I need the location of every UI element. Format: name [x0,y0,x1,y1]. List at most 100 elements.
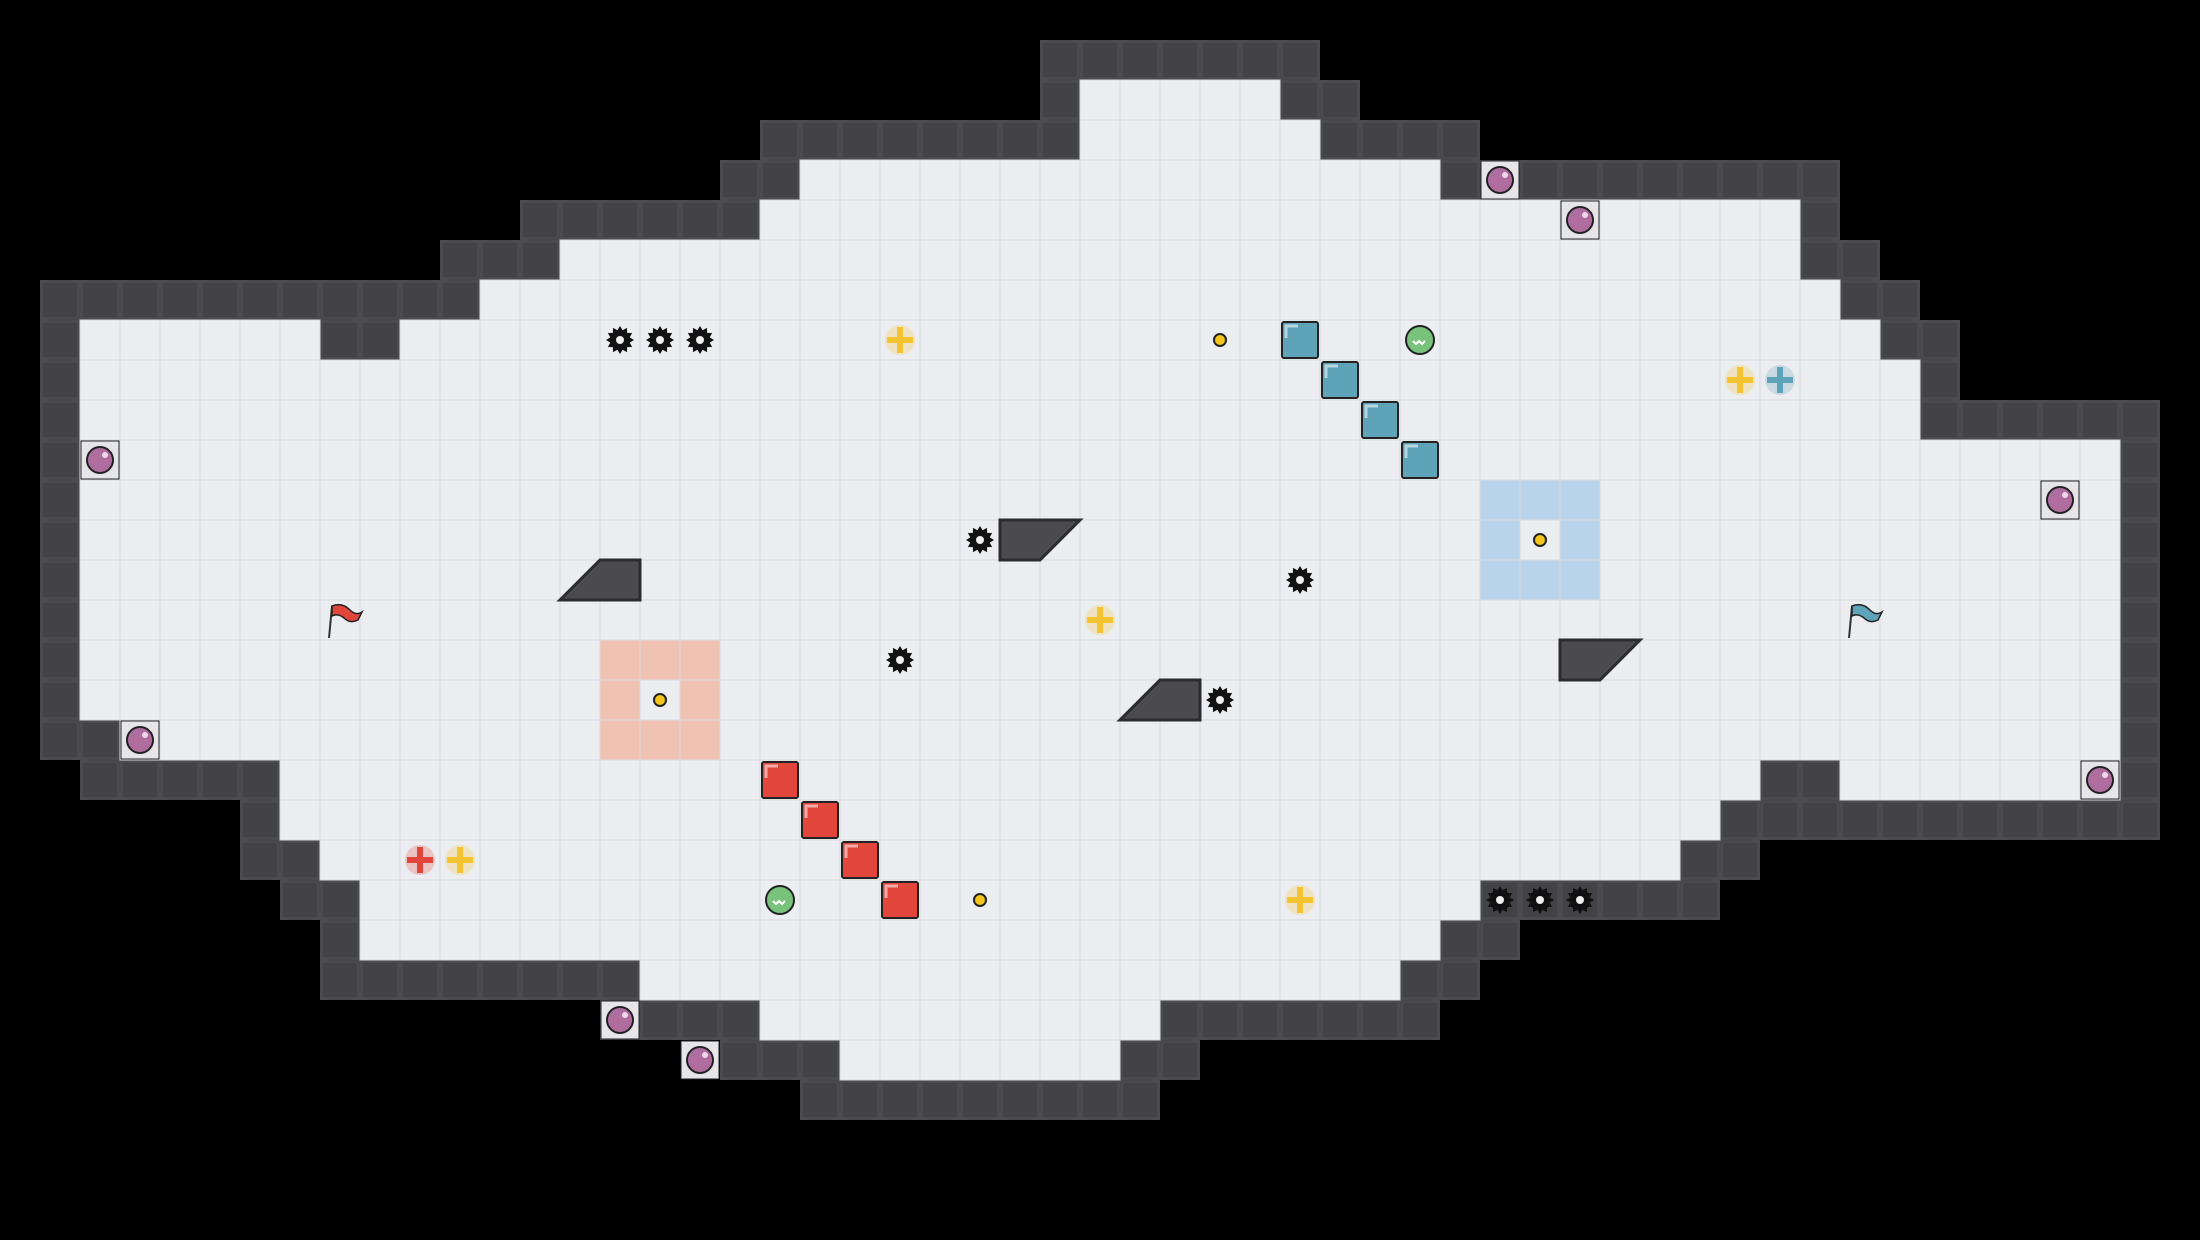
wall-shade [963,123,997,157]
floor-tile [1319,319,1361,361]
floor-tile [1119,359,1161,401]
floor-tile [1239,719,1281,761]
floor-tile [719,679,761,721]
portal-orb [126,726,154,754]
floor-tile [479,719,521,761]
floor-tile [1319,919,1361,961]
floor-tile [599,359,641,401]
powerup-mark [1412,339,1426,346]
floor-tile [1439,239,1481,281]
floor-tile [199,679,241,721]
floor-tile [1879,759,1921,801]
floor-tile [1639,199,1681,241]
floor-tile [479,599,521,641]
floor-tile [959,239,1001,281]
floor-tile [1119,879,1161,921]
floor-tile [959,359,1001,401]
floor-tile [559,879,601,921]
floor-tile [1479,799,1521,841]
floor-tile [959,479,1001,521]
wall-shade [243,803,277,837]
spike-icon [1526,886,1554,914]
floor-tile [1679,359,1721,401]
floor-tile [1199,79,1241,121]
floor-tile [1479,679,1521,721]
floor-tile [1439,679,1481,721]
floor-tile [959,919,1001,961]
floor-tile [1559,319,1601,361]
gate-fill [881,881,919,919]
floor-tile [759,679,801,721]
blue-gate-block [1321,361,1359,399]
floor-tile [519,839,561,881]
floor-tile [799,679,841,721]
floor-tile [1839,319,1881,361]
floor-tile [1079,159,1121,201]
floor-tile [2079,479,2121,521]
floor-tile [319,799,361,841]
floor-tile [279,719,321,761]
floor-tile [959,679,1001,721]
wall-shade [403,963,437,997]
wall-shade [763,1043,797,1077]
floor-tile [959,839,1001,881]
floor-tile [1079,999,1121,1041]
floor-tile [839,679,881,721]
floor-tile [639,479,681,521]
spike-icon [646,326,674,354]
wall-shade [1043,123,1077,157]
floor-tile [1159,519,1201,561]
floor-tile [1479,359,1521,401]
floor-tile [1799,479,1841,521]
floor-tile [519,399,561,441]
floor-tile [159,719,201,761]
wall-shade [83,723,117,757]
floor-tile [1879,399,1921,441]
floor-tile [159,359,201,401]
floor-tile [1639,599,1681,641]
floor-tile [839,999,881,1041]
floor-tile [1599,359,1641,401]
floor-tile [559,599,601,641]
floor-tile [1359,159,1401,201]
wall-shade [2123,563,2157,597]
boost-icon [885,325,915,355]
spike-center [1296,576,1304,584]
floor-tile [959,999,1001,1041]
floor-tile [239,559,281,601]
floor-tile [639,959,681,1001]
floor-tile [1359,839,1401,881]
wall-shade [1923,363,1957,397]
floor-tile [1919,559,1961,601]
floor-tile [1239,879,1281,921]
portal-orb [2046,486,2074,514]
floor-tile [1159,599,1201,641]
wall-shade [1723,803,1757,837]
floor-tile [359,479,401,521]
floor-tile [919,639,961,681]
wall-shade [1763,763,1797,797]
floor-tile [1119,159,1161,201]
floor-tile [999,159,1041,201]
floor-tile [799,879,841,921]
floor-tile [1879,519,1921,561]
floor-tile [1639,319,1681,361]
floor-tile [399,519,441,561]
floor-tile [1119,479,1161,521]
floor-tile [1079,279,1121,321]
floor-tile [1119,839,1161,881]
gate-shine [1404,444,1418,458]
floor-tile [1159,479,1201,521]
floor-tile [1199,239,1241,281]
spike-icon [686,326,714,354]
floor-tile [1719,479,1761,521]
floor-tile [359,599,401,641]
floor-tile [879,799,921,841]
floor-tile [1999,679,2041,721]
floor-tile [879,839,921,881]
floor-tile [1879,679,1921,721]
floor-tile [1279,719,1321,761]
floor-tile [1679,759,1721,801]
spike-icon [966,526,994,554]
floor-tile [279,639,321,681]
